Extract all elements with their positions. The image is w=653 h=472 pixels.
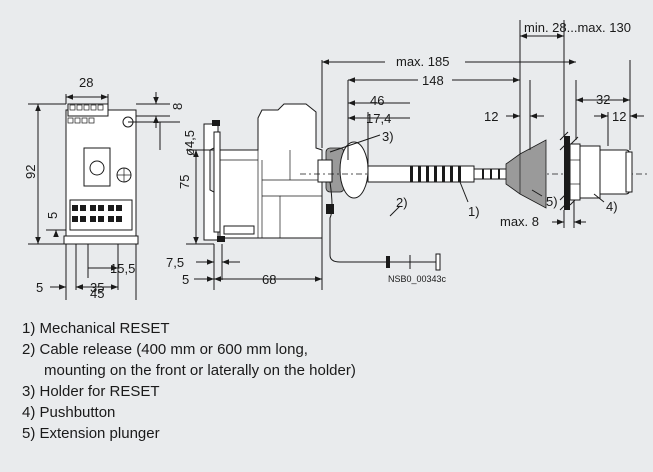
dim-4-5: ø4,5 xyxy=(182,130,197,156)
dim-max-8: max. 8 xyxy=(500,214,539,229)
front-view: 28 8 ø4,5 92 5 15,5 5 35 xyxy=(23,75,197,300)
callout-3: 3) xyxy=(382,129,394,144)
legend-item: 5) Extension plunger xyxy=(22,425,160,442)
side-view: 75 7,5 5 68 xyxy=(166,103,323,290)
legend-item: 3) Holder for RESET xyxy=(22,383,160,400)
dim-min28-max130: min. 28...max. 130 xyxy=(524,20,631,35)
drawing-code: NSB0_00343c xyxy=(388,274,447,284)
dim-12-right: 12 xyxy=(612,109,626,124)
dim-7-5: 7,5 xyxy=(166,255,184,270)
dim-148: 148 xyxy=(422,73,444,88)
dimension-drawing: 28 8 ø4,5 92 5 15,5 5 35 xyxy=(23,20,650,300)
dim-75: 75 xyxy=(177,175,192,189)
dim-32: 32 xyxy=(596,92,610,107)
callout-2: 2) xyxy=(396,195,408,210)
legend-item: 2) Cable release (400 mm or 600 mm long,… xyxy=(22,341,356,379)
callout-4: 4) xyxy=(606,199,618,214)
dim-35: 35 xyxy=(90,280,104,295)
dim-92: 92 xyxy=(23,165,38,179)
dim-46: 46 xyxy=(370,93,384,108)
dim-5-mid: 5 xyxy=(182,272,189,287)
dim-28-top: 28 xyxy=(79,75,93,90)
dim-17-4: 17,4 xyxy=(366,111,391,126)
legend-item: 1) Mechanical RESET xyxy=(22,320,170,337)
dim-45: 45 xyxy=(90,286,104,300)
dim-max-185: max. 185 xyxy=(396,54,449,69)
dim-5-bottom: 5 xyxy=(36,280,43,295)
dim-8: 8 xyxy=(170,103,185,110)
callout-5: 5) xyxy=(546,194,558,209)
dim-68: 68 xyxy=(262,272,276,287)
dim-15-5: 15,5 xyxy=(110,261,135,276)
reset-mechanism-view: max. 185 148 46 17,4 min. 28...max. 130 … xyxy=(300,20,650,284)
legend-item: 4) Pushbutton xyxy=(22,404,116,421)
dim-5-left: 5 xyxy=(45,212,60,219)
callout-1: 1) xyxy=(468,204,480,219)
dim-12-left: 12 xyxy=(484,109,498,124)
legend-list: 1) Mechanical RESET 2) Cable release (40… xyxy=(22,318,356,444)
